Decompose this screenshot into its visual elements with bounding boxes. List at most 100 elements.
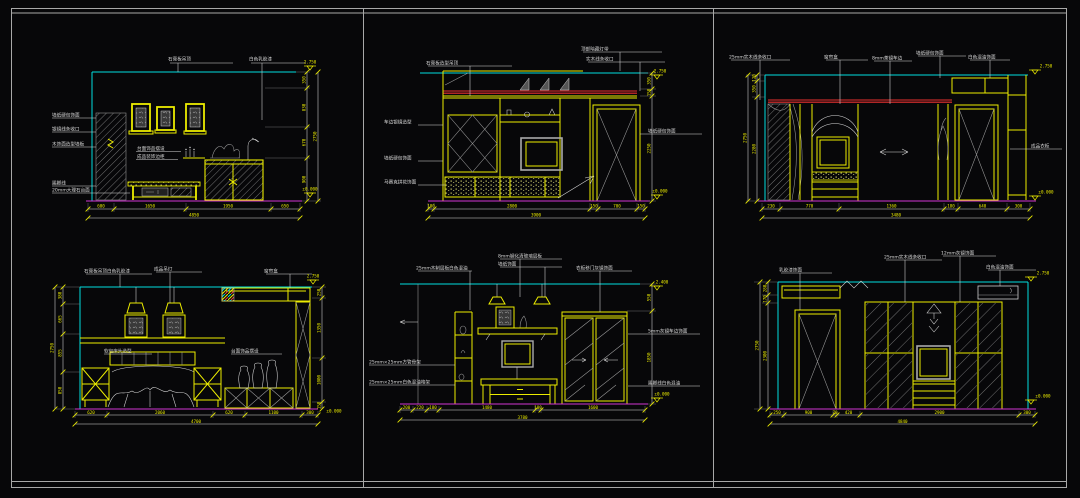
dim-label: 150 bbox=[637, 203, 645, 208]
dim-label: 420 bbox=[845, 410, 853, 415]
dim-label: 670 bbox=[302, 138, 307, 146]
mosaic-band bbox=[444, 176, 561, 198]
dim-label: 900 bbox=[302, 175, 307, 183]
dim-total-label: 2750 bbox=[755, 340, 760, 351]
annotation-label: 乳胶漆饰面 bbox=[779, 267, 802, 274]
soffit-cabinet bbox=[951, 77, 1009, 94]
elevation-marker bbox=[650, 397, 664, 403]
elevation-marker bbox=[1024, 399, 1038, 405]
dim-label: 1000 bbox=[317, 374, 322, 385]
ladder-shelf bbox=[454, 311, 473, 405]
dim-total-label: 2750 bbox=[50, 342, 55, 353]
tv bbox=[916, 345, 951, 380]
dim-label: 640 bbox=[979, 203, 987, 208]
annotation-label: 顶部暗藏灯带 bbox=[581, 46, 609, 53]
elevation-label: ±0.000 bbox=[654, 391, 670, 396]
elevation-label: 2.750 bbox=[307, 273, 320, 278]
mirror-column bbox=[295, 301, 311, 409]
dim-label: 350 bbox=[752, 85, 757, 93]
annotation-label: 墙纸硬包饰面 bbox=[384, 155, 412, 162]
elevation-label: ±0.000 bbox=[652, 189, 668, 194]
dim-total-label: 4700 bbox=[191, 419, 202, 424]
annotation-label: 成品衣柜 bbox=[1031, 143, 1050, 150]
annotation-label: 成品装饰边柜 bbox=[137, 153, 165, 160]
annotation-label: 窗帘盒 bbox=[824, 54, 838, 61]
dim-label: 2250 bbox=[647, 143, 652, 154]
annotation-label: 车边银镜造型 bbox=[384, 119, 412, 126]
soffit-beam bbox=[781, 285, 841, 299]
dim-label: 1850 bbox=[647, 352, 652, 363]
elevation-wardrobe-wall: 乳胶漆饰面 25mm实木线条收口 12mm灰镜饰面 白色混油饰面 250 900… bbox=[754, 250, 1051, 427]
annotation-label: 马赛克拼花饰面 bbox=[384, 179, 417, 186]
wardrobe-sliding-doors bbox=[561, 311, 628, 405]
dim-label: 2900 bbox=[934, 410, 945, 415]
shelf-decor-sketch bbox=[519, 77, 570, 91]
hatched-wall-panel bbox=[767, 103, 791, 201]
dim-label: 620 bbox=[225, 410, 233, 415]
annotation-label: 墙纸硬包饰面 bbox=[52, 112, 80, 119]
desk-unit bbox=[480, 378, 558, 405]
annotation-label: 白色混油饰面 bbox=[968, 54, 996, 61]
dim-label: 2280 bbox=[752, 143, 757, 154]
elevation-marker bbox=[303, 65, 317, 71]
elevation-label: 2.750 bbox=[1037, 270, 1050, 275]
floor-lamp-sketch bbox=[247, 137, 260, 160]
dim-label: 150 bbox=[590, 203, 598, 208]
dim-label: 2300 bbox=[763, 350, 768, 361]
dim-label: 100 bbox=[427, 203, 435, 208]
annotation-label: 墙纸硬包饰面 bbox=[916, 50, 944, 57]
dim-label: 900 bbox=[805, 410, 813, 415]
dim-label: 1100 bbox=[268, 410, 279, 415]
elevation-marker bbox=[650, 194, 664, 200]
dim-label: 300 bbox=[1023, 410, 1031, 415]
elevation-label: 2.750 bbox=[304, 60, 317, 65]
dim-label: 830 bbox=[302, 103, 307, 111]
dim-label: 700 bbox=[613, 203, 621, 208]
dim-label: 2800 bbox=[507, 203, 518, 208]
dim-total-label: 3480 bbox=[891, 212, 902, 217]
nightstand bbox=[81, 367, 110, 407]
annotation-label: 实木线条收口 bbox=[586, 56, 614, 63]
sheet-frame bbox=[11, 8, 1067, 488]
dim-total-label: 2750 bbox=[313, 131, 318, 142]
elevation-label: 2.750 bbox=[1040, 64, 1053, 69]
dim-label: 250 bbox=[317, 288, 322, 296]
picture-frames bbox=[124, 314, 186, 338]
dim-total-label: 4850 bbox=[189, 212, 200, 217]
hanger-symbol bbox=[926, 303, 942, 333]
dim-label: 300 bbox=[306, 410, 314, 415]
bed bbox=[107, 351, 196, 408]
elevation-label: ±0.000 bbox=[326, 409, 342, 414]
door bbox=[954, 104, 999, 201]
dim-label: 380 bbox=[58, 291, 63, 299]
annotation-label: 踢脚线 bbox=[52, 180, 66, 187]
picture-frames bbox=[128, 103, 207, 135]
elevation-label: ±0.000 bbox=[1038, 190, 1054, 195]
dim-label: 250 bbox=[773, 410, 781, 415]
elevation-tv-background-wall: 石膏板造型吊顶 顶部暗藏灯带 实木线条收口 车边银镜造型 墙纸硬包饰面 马赛克拼… bbox=[384, 46, 702, 221]
elevation-label: 2.750 bbox=[654, 69, 667, 74]
monitor bbox=[501, 340, 534, 379]
annotation-label: 石膏板造型吊顶 bbox=[426, 60, 459, 67]
dim-label: 150 bbox=[317, 401, 322, 409]
annotation-label: 8mm茶镜车边 bbox=[872, 55, 903, 62]
annotation-label: 软包床头造型 bbox=[104, 348, 132, 355]
wardrobe bbox=[864, 301, 1003, 410]
dim-label: 180 bbox=[429, 405, 437, 410]
mirror-panel bbox=[447, 114, 498, 173]
dim-label: 350 bbox=[302, 76, 307, 84]
dim-total-label: 3780 bbox=[517, 415, 528, 420]
dim-label: 665 bbox=[58, 315, 63, 323]
annotation-label: 石膏板吊顶 bbox=[168, 56, 191, 63]
annotation-label: 25mm实木线条收口 bbox=[884, 254, 927, 261]
annotation-label: 25mm×25mm白色混油格架 bbox=[369, 379, 430, 386]
break-line-symbol bbox=[839, 280, 869, 289]
dim-label: 550 bbox=[647, 293, 652, 301]
annotation-label: 窗帘盒 bbox=[264, 268, 278, 275]
elevation-marker bbox=[1028, 69, 1042, 75]
dim-label: 220 bbox=[416, 405, 424, 410]
elevation-marker bbox=[1028, 195, 1042, 201]
dim-label: 620 bbox=[87, 410, 95, 415]
annotation-label: 成品吊灯 bbox=[154, 266, 173, 273]
dim-label: 770 bbox=[806, 203, 814, 208]
